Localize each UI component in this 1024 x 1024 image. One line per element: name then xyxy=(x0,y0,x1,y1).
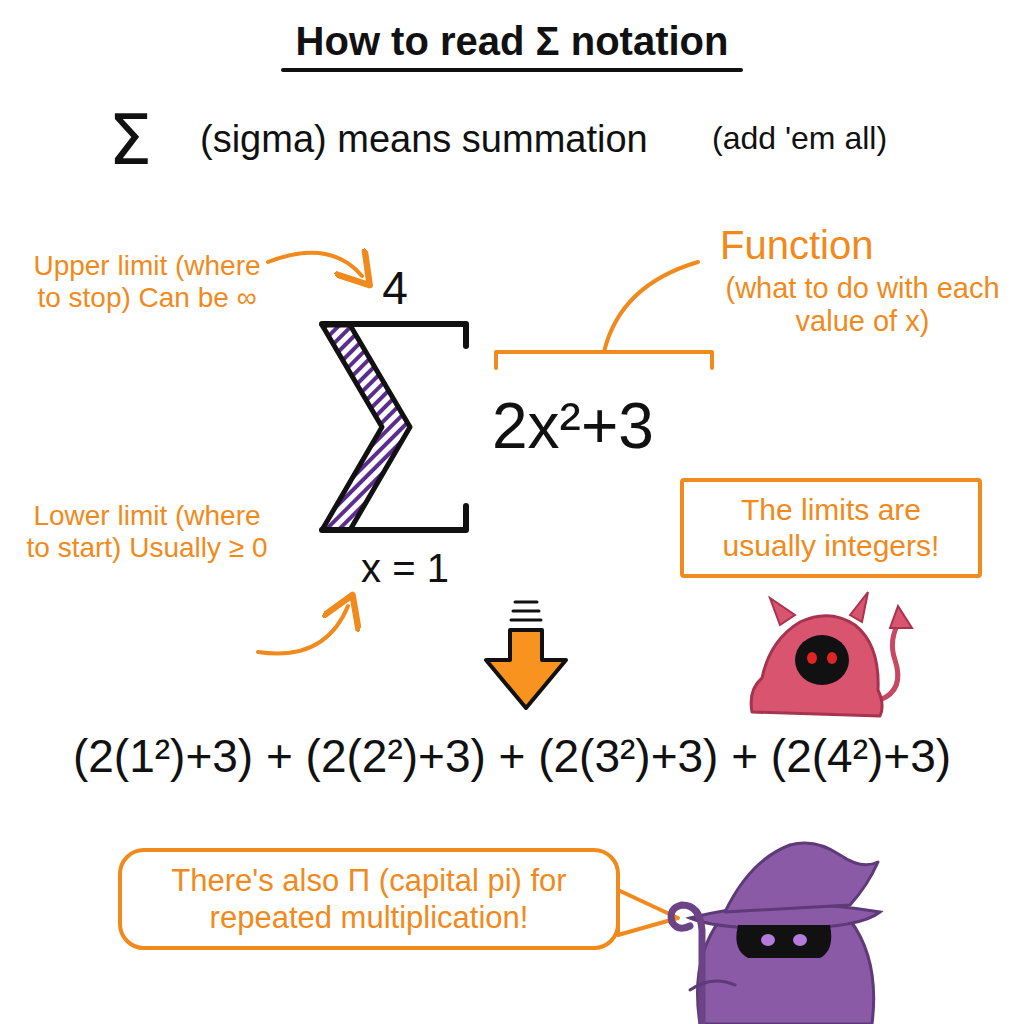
speech-bubble: There's also Π (capital pi) for repeated… xyxy=(118,848,620,950)
lower-limit-note: Lower limit (where to start) Usually ≥ 0 xyxy=(22,500,272,564)
title-underline xyxy=(281,68,744,72)
subtitle: (sigma) means summation xyxy=(200,118,700,162)
node-text: The limits are usually integers! xyxy=(698,492,964,564)
lower-limit: x = 1 xyxy=(330,545,480,591)
wizard-creature xyxy=(671,843,880,1024)
function-bracket xyxy=(496,352,712,368)
note-box: The limits are usually integers! xyxy=(680,478,982,578)
upper-limit: 4 xyxy=(365,262,425,315)
upper-limit-note: Upper limit (where to stop) Can be ∞ xyxy=(22,250,272,314)
expanded-sum: (2(1²)+3) + (2(2²)+3) + (2(3²)+3) + (2(4… xyxy=(12,730,1012,783)
function-expression: 2x²+3 xyxy=(492,390,732,464)
lower-limit-arrow xyxy=(258,606,348,654)
title: How to read Σ notation xyxy=(0,18,1024,64)
down-arrow xyxy=(486,602,566,708)
function-leader xyxy=(604,262,698,352)
subtitle-note: (add 'em all) xyxy=(712,120,1012,157)
node-text: There's also Π (capital pi) for repeated… xyxy=(136,862,602,936)
function-heading: Function xyxy=(720,222,980,268)
function-note: (what to do with each value of x) xyxy=(710,272,1015,339)
upper-limit-arrow xyxy=(268,253,362,276)
sigma-symbol xyxy=(322,324,466,530)
devil-creature xyxy=(751,592,912,716)
sigma-glyph: Σ xyxy=(108,100,198,181)
